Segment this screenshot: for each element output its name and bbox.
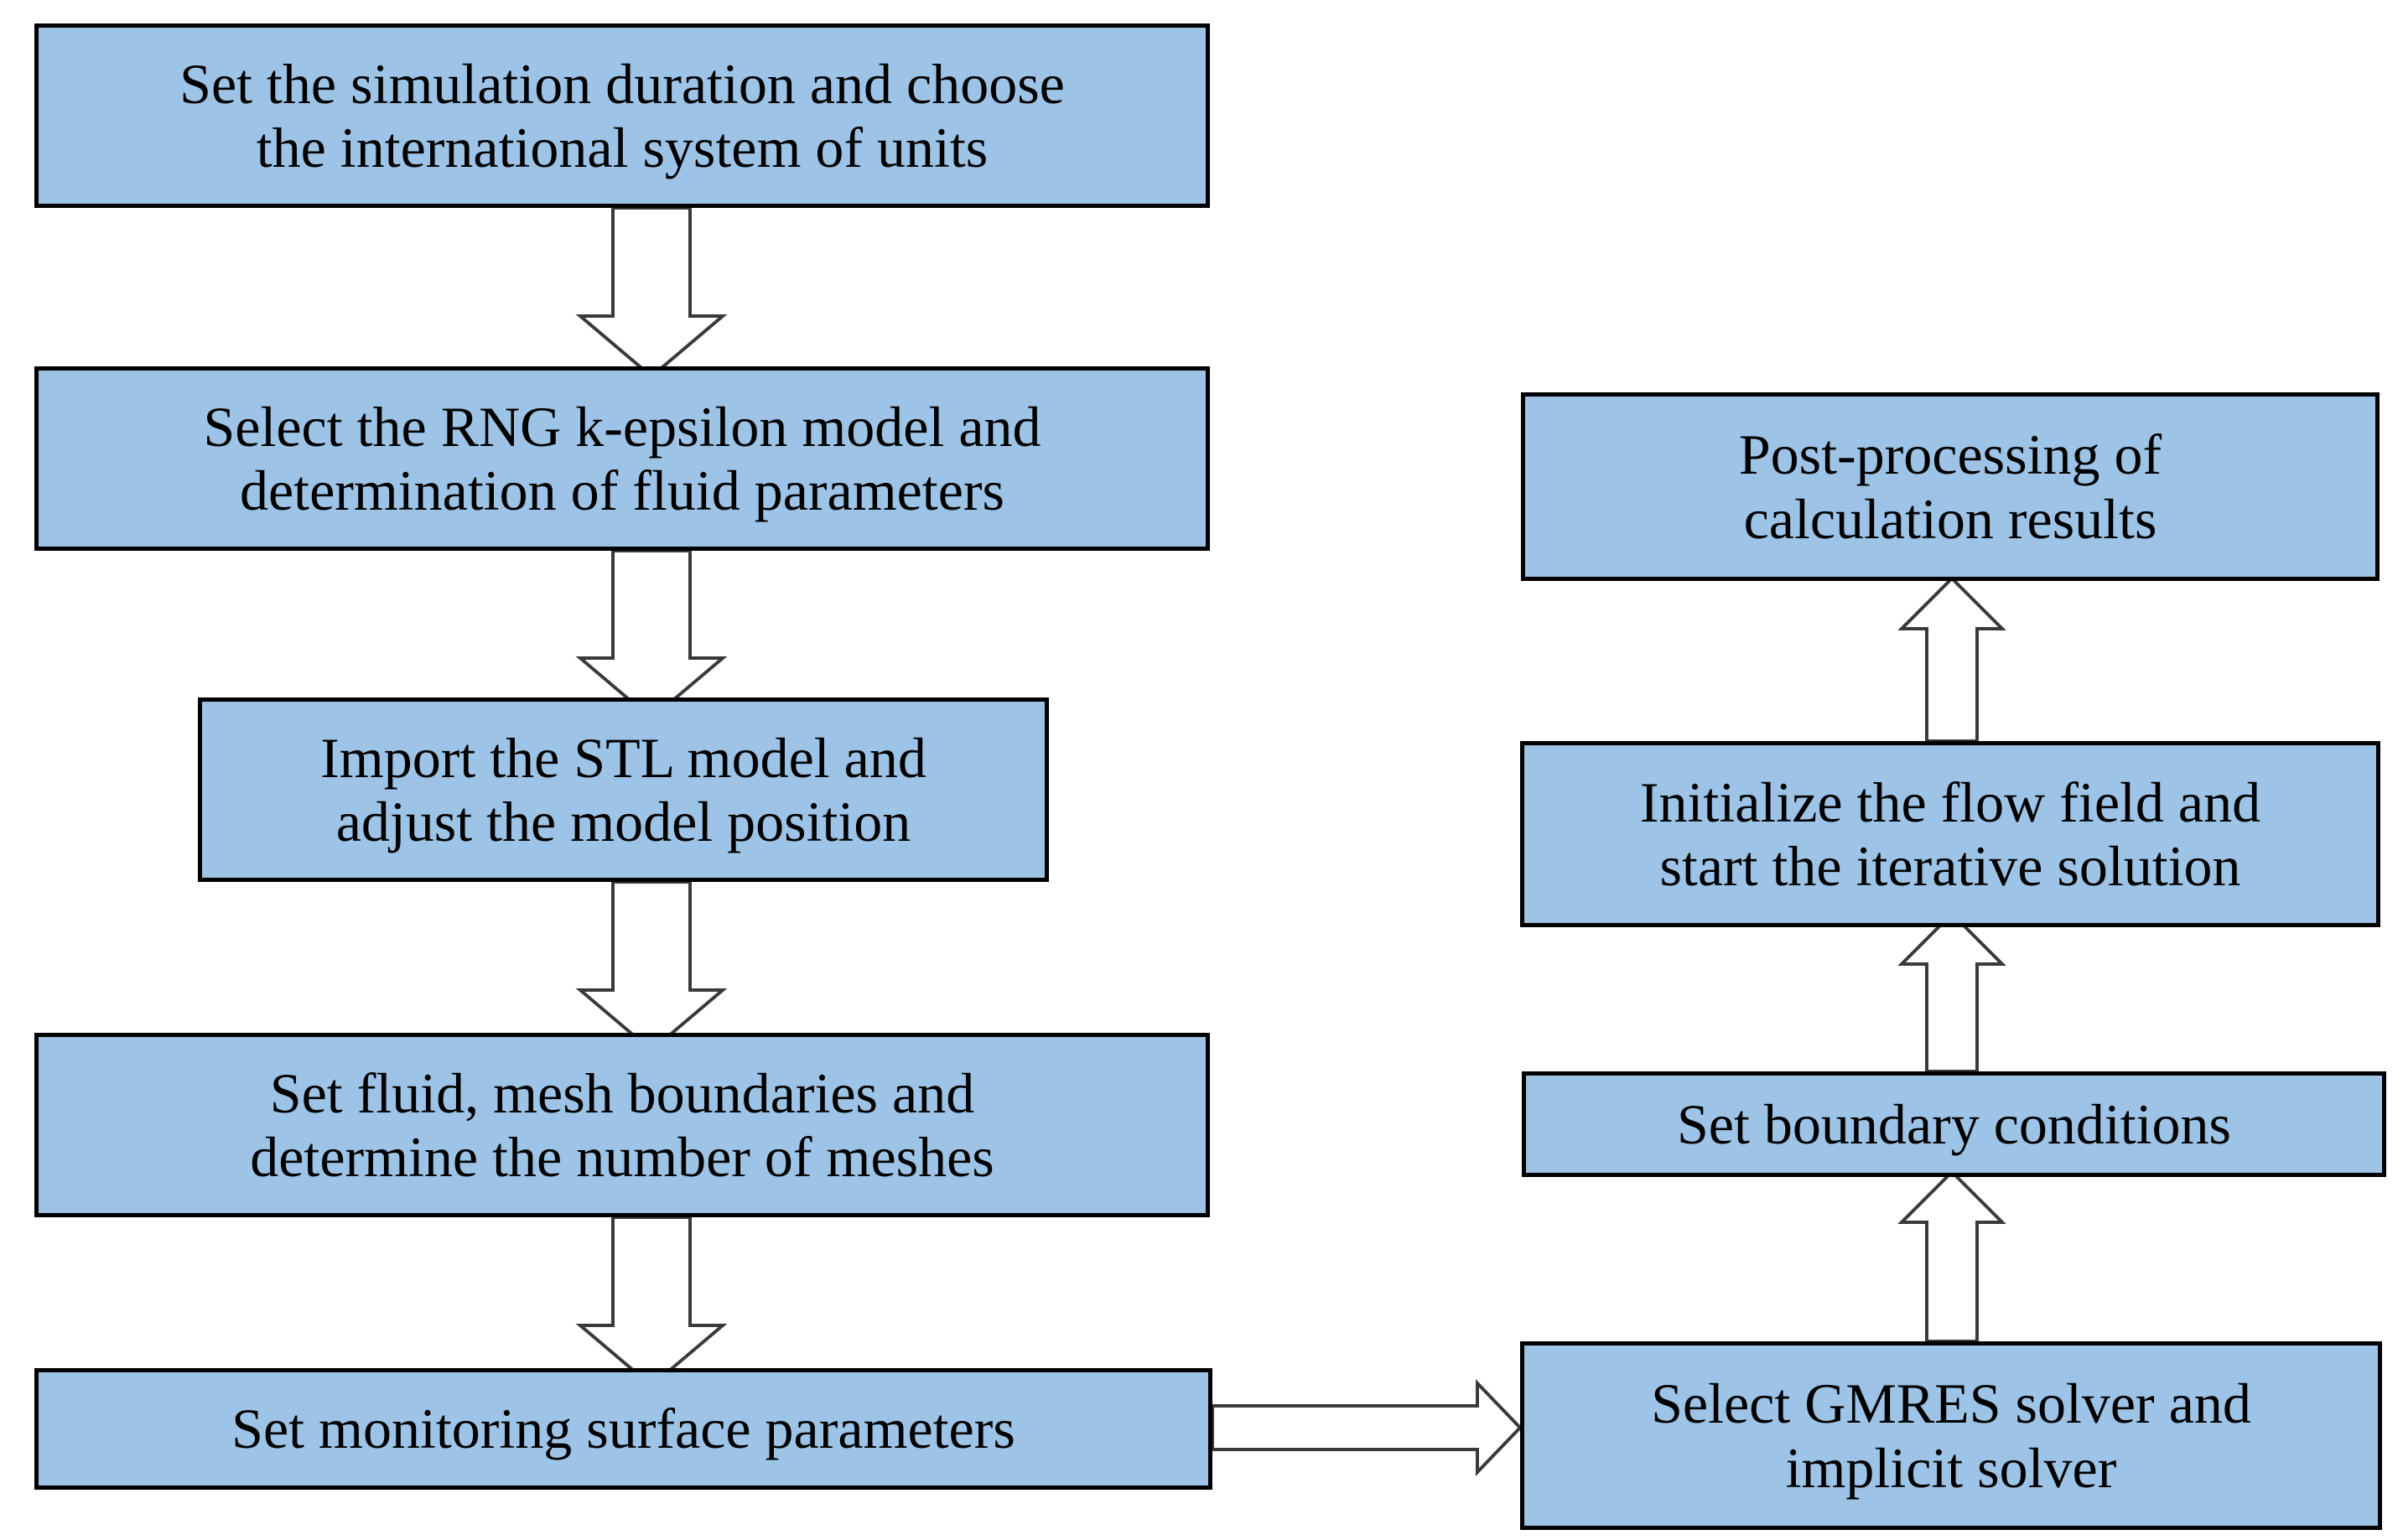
node-label: Set boundary conditions xyxy=(1676,1091,2232,1156)
node-initialize-flow-field[interactable]: Initialize the flow field and start the … xyxy=(1520,741,2380,927)
arrow-down-rng-to-import xyxy=(575,549,728,721)
node-label: Post-processing of calculation results xyxy=(1738,423,2162,551)
node-label: Initialize the flow field and start the … xyxy=(1639,770,2261,898)
node-set-fluid-mesh[interactable]: Set fluid, mesh boundaries and determine… xyxy=(34,1033,1210,1217)
node-label: Select the RNG k-epsilon model and deter… xyxy=(203,394,1041,522)
arrow-down-fluidmesh-to-monitoring xyxy=(575,1216,728,1388)
arrow-down-duration-to-rng xyxy=(575,206,728,379)
node-set-monitoring-surface[interactable]: Set monitoring surface parameters xyxy=(34,1368,1212,1490)
node-select-rng-model[interactable]: Select the RNG k-epsilon model and deter… xyxy=(34,366,1210,551)
node-set-boundary-conditions[interactable]: Set boundary conditions xyxy=(1522,1071,2386,1177)
arrow-down-import-to-fluidmesh xyxy=(575,880,728,1053)
arrow-right-monitoring-to-gmres xyxy=(1211,1379,1523,1476)
node-label: Set the simulation duration and choose t… xyxy=(179,51,1065,179)
node-label: Select GMRES solver and implicit solver xyxy=(1651,1371,2251,1500)
arrow-up-initialize-to-postprocessing xyxy=(1897,576,2006,743)
arrow-up-boundary-to-initialize xyxy=(1897,911,2006,1073)
node-select-gmres-solver[interactable]: Select GMRES solver and implicit solver xyxy=(1520,1341,2382,1530)
arrow-up-gmres-to-boundary xyxy=(1897,1169,2006,1343)
node-set-duration-units[interactable]: Set the simulation duration and choose t… xyxy=(34,23,1210,208)
node-label: Set fluid, mesh boundaries and determine… xyxy=(250,1060,994,1189)
node-import-stl-model[interactable]: Import the STL model and adjust the mode… xyxy=(198,697,1049,882)
node-label: Set monitoring surface parameters xyxy=(231,1397,1015,1461)
node-post-processing[interactable]: Post-processing of calculation results xyxy=(1521,392,2380,581)
node-label: Import the STL model and adjust the mode… xyxy=(320,725,926,853)
